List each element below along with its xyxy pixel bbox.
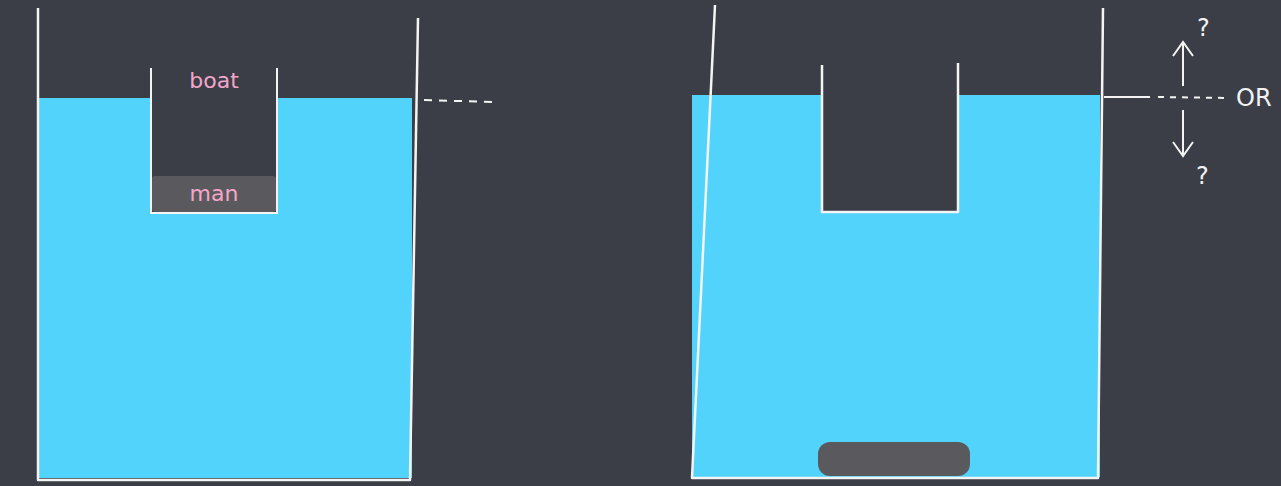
or-note: OR bbox=[1236, 86, 1272, 110]
sunken-man bbox=[818, 442, 970, 476]
down-arrow bbox=[1173, 110, 1193, 156]
water-level-mark bbox=[424, 100, 492, 102]
tank-outline bbox=[38, 8, 418, 480]
question-mark: ? bbox=[1196, 164, 1209, 188]
part-name: boat bbox=[152, 70, 276, 92]
boat-interior bbox=[822, 65, 958, 212]
boat-outline bbox=[822, 63, 958, 212]
man-block: man bbox=[152, 176, 276, 212]
boat-shape: boat man bbox=[150, 68, 278, 214]
part-name: man bbox=[190, 183, 239, 205]
up-arrow bbox=[1173, 42, 1193, 86]
question-mark: ? bbox=[1197, 16, 1210, 40]
water-level-mark bbox=[1104, 96, 1150, 98]
water-level-mark bbox=[1158, 97, 1228, 98]
tank-outline bbox=[692, 5, 1103, 478]
